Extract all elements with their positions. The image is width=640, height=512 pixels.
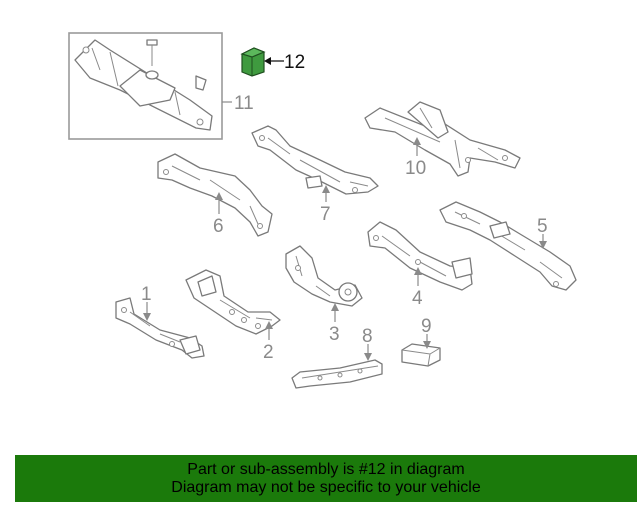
part-6[interactable] bbox=[157, 153, 273, 237]
part-7[interactable] bbox=[251, 125, 379, 195]
callout-1: 1 bbox=[141, 284, 152, 321]
parts-diagram: 12 11 10 7 6 5 4 3 2 1 bbox=[68, 32, 577, 389]
callout-2: 2 bbox=[263, 321, 274, 363]
callout-3-label: 3 bbox=[329, 324, 340, 345]
callout-8-label: 8 bbox=[362, 326, 373, 347]
callout-11-label: 11 bbox=[234, 93, 254, 114]
callout-3: 3 bbox=[329, 303, 340, 345]
part-12-highlighted[interactable] bbox=[240, 47, 266, 77]
banner-line-1: Part or sub-assembly is #12 in diagram bbox=[187, 461, 465, 478]
banner-line-2: Diagram may not be specific to your vehi… bbox=[171, 479, 481, 496]
callout-7-label: 7 bbox=[320, 204, 331, 225]
callout-12-label: 12 bbox=[284, 52, 305, 73]
part-5[interactable] bbox=[439, 201, 577, 291]
callout-8: 8 bbox=[362, 326, 373, 361]
callout-6-label: 6 bbox=[213, 216, 224, 237]
info-banner: Part or sub-assembly is #12 in diagram D… bbox=[15, 455, 637, 502]
callout-1-label: 1 bbox=[141, 284, 152, 305]
callout-5: 5 bbox=[537, 216, 548, 249]
part-3[interactable] bbox=[285, 245, 363, 307]
callout-9: 9 bbox=[421, 316, 432, 349]
callout-10: 10 bbox=[405, 137, 426, 179]
part-8[interactable] bbox=[291, 359, 383, 389]
callout-12: 12 bbox=[264, 52, 305, 73]
part-1[interactable] bbox=[115, 297, 205, 359]
callout-5-label: 5 bbox=[537, 216, 548, 237]
callout-4-label: 4 bbox=[412, 288, 423, 309]
callout-6: 6 bbox=[213, 192, 224, 237]
part-2[interactable] bbox=[185, 269, 281, 335]
part-4[interactable] bbox=[367, 221, 473, 291]
callout-4: 4 bbox=[412, 267, 423, 309]
callout-9-label: 9 bbox=[421, 316, 432, 337]
callout-11: 11 bbox=[222, 93, 254, 114]
inset-assembly-11[interactable] bbox=[68, 32, 223, 140]
part-9[interactable] bbox=[401, 343, 441, 367]
part-10[interactable] bbox=[364, 101, 521, 177]
callout-10-label: 10 bbox=[405, 158, 426, 179]
callout-2-label: 2 bbox=[263, 342, 274, 363]
callout-7: 7 bbox=[320, 185, 331, 225]
inset-frame bbox=[68, 32, 223, 140]
